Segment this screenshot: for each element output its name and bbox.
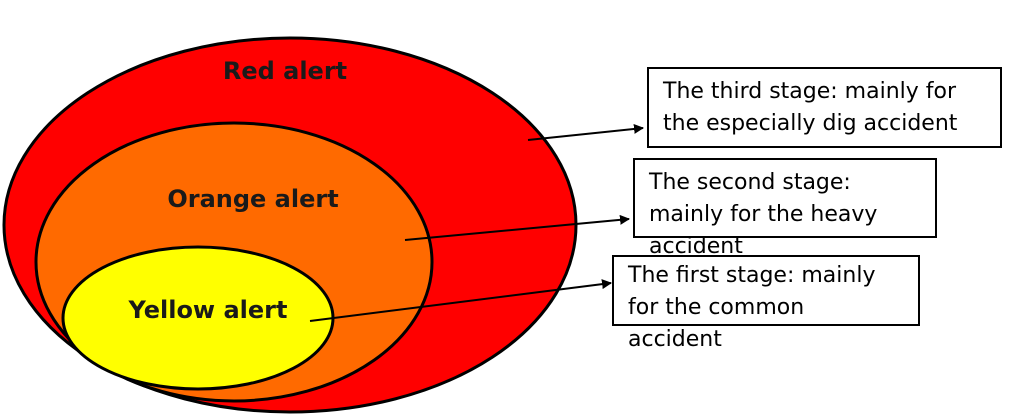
third-stage-text: The third stage: mainly for the especial… xyxy=(663,79,958,136)
second-stage-text: The second stage: mainly for the heavy a… xyxy=(649,170,878,259)
yellow-alert-label: Yellow alert xyxy=(128,296,288,324)
red-stage-arrow xyxy=(527,123,644,141)
red-alert-label: Red alert xyxy=(223,57,347,85)
first-stage-text: The first stage: mainly for the common a… xyxy=(628,263,876,352)
yellow-stage-arrow xyxy=(309,279,612,322)
first-stage-box: The first stage: mainly for the common a… xyxy=(612,255,920,352)
orange-alert-label: Orange alert xyxy=(167,185,338,213)
third-stage-box: The third stage: mainly for the especial… xyxy=(647,67,1002,148)
orange-stage-arrow xyxy=(404,214,630,241)
second-stage-box: The second stage: mainly for the heavy a… xyxy=(633,158,937,259)
